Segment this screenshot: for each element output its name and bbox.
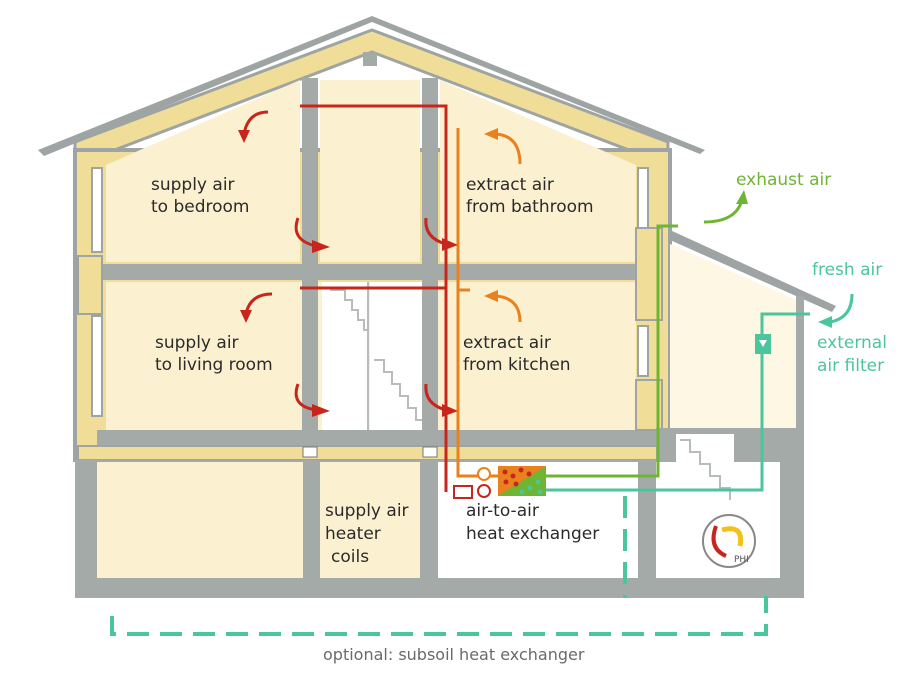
basement-room-2 [320,462,420,578]
label-extract-kitchen-1: extract air [463,333,551,353]
svg-text:PHI: PHI [734,555,749,565]
label-supply-bedroom-1: supply air [151,175,235,195]
label-hx-1: air-to-air [466,501,539,521]
arrowhead [312,240,330,253]
upper-floor-slab [97,264,647,280]
label-fresh: fresh air [812,260,882,280]
arrow-extract-kitchen-icon [495,294,522,323]
heat-exchanger [453,466,546,499]
airflow-arrows [238,110,854,417]
arrow-fresh-icon [829,293,854,324]
label-heater-2: heater [325,524,381,544]
floor-marker-2 [422,446,438,458]
interior-wall-right [422,78,438,430]
label-extract-kitchen-2: from kitchen [463,355,571,375]
label-filter-1: external [817,333,887,353]
arrowhead [484,128,498,140]
filter-arrow-icon [759,340,767,347]
annex-roof [670,230,836,312]
subsoil-duct [110,496,768,636]
annex-interior [670,244,796,430]
label-extract-bathroom-2: from bathroom [466,197,594,217]
arrowhead [240,310,252,323]
house-structure [38,16,836,598]
floor-marker-1 [302,446,318,458]
arrowhead [442,404,458,417]
window-right-upper [637,167,649,229]
insulation-under-slab [77,445,667,461]
supply-ducts [300,104,448,492]
attic-interior [106,80,300,262]
label-filter-2: air filter [817,356,884,376]
label-supply-living-1: supply air [155,333,239,353]
window-left-lower [91,315,103,417]
attic-interior-3 [320,80,420,262]
window-right-lower [637,325,649,377]
label-extract-bathroom-1: extract air [466,175,554,195]
heater-coil-icon [453,485,473,499]
ground-floor-slab [97,430,657,446]
arrowhead [238,130,250,143]
attic-interior-2 [440,80,636,262]
label-supply-living-2: to living room [155,355,273,375]
label-hx-2: heat exchanger [466,524,599,544]
staircase [322,282,422,430]
arrowhead [818,316,832,328]
phi-logo: PHI [702,514,756,568]
arrowhead [312,404,330,417]
arrowhead [484,290,498,302]
wall-bump-left [77,255,103,315]
fan-supply-icon [477,484,491,498]
chimney-top [363,52,377,66]
label-exhaust: exhaust air [736,170,831,190]
fan-extract-icon [477,467,491,481]
exhaust-duct [544,224,678,478]
label-subsoil: optional: subsoil heat exchanger [323,645,585,664]
arrowhead [736,190,748,204]
arrow-exhaust-icon [703,199,744,224]
arrow-extract-bathroom-icon [495,132,522,165]
interior-wall-left [302,78,318,430]
label-heater-3: coils [331,547,369,567]
arrowhead [442,238,458,251]
label-supply-bedroom-2: to bedroom [151,197,250,217]
window-left-upper [91,167,103,253]
basement-room-1 [97,462,303,578]
fresh-duct [546,312,810,492]
label-heater-1: supply air [325,501,409,521]
